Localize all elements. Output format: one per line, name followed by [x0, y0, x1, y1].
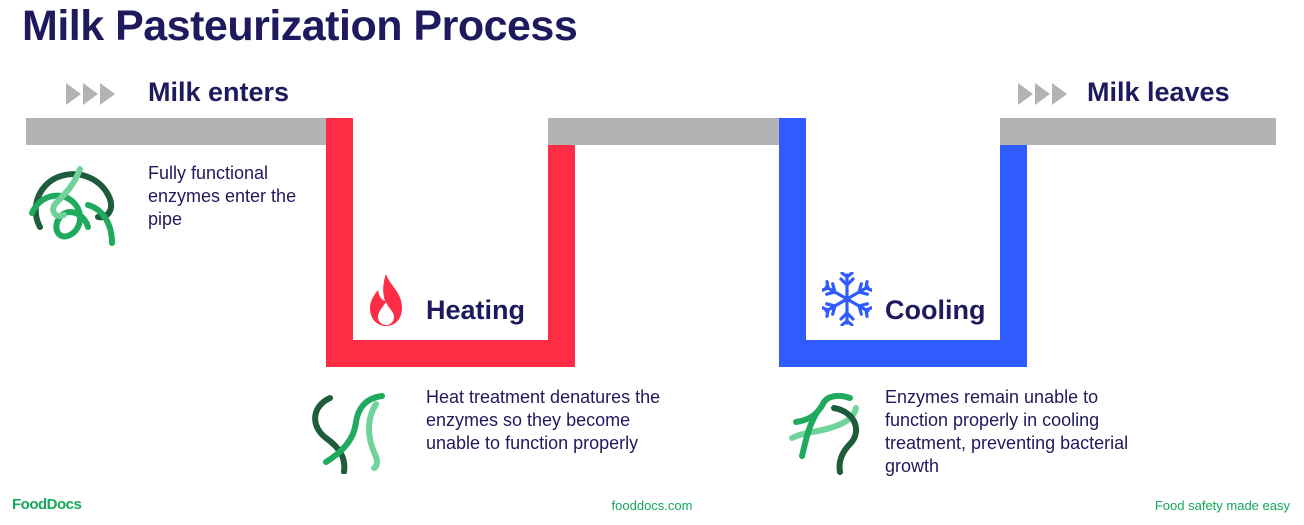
denatured-enzyme-icon: [306, 392, 398, 474]
heating-label: Heating: [426, 295, 526, 325]
heating-pipe-left: [326, 118, 353, 367]
page-title: Milk Pasteurization Process: [22, 2, 578, 50]
heating-pipe-bottom: [326, 340, 575, 367]
milk-enters-label: Milk enters: [148, 77, 290, 107]
cooling-pipe-bottom: [779, 340, 1027, 367]
milk-leaves-label: Milk leaves: [1087, 77, 1230, 107]
heating-pipe-right: [548, 145, 575, 367]
snowflake-icon: [822, 272, 872, 326]
cooling-label: Cooling: [885, 295, 986, 325]
triple-chevron-icon-outlet: [1018, 82, 1070, 106]
pipe-middle: [548, 118, 779, 145]
tangled-enzyme-icon: [26, 165, 118, 251]
pipe-inlet: [26, 118, 326, 145]
triple-chevron-icon: [66, 82, 118, 106]
heating-description: Heat treatment denatures the enzymes so …: [426, 387, 661, 453]
pipe-outlet: [1000, 118, 1276, 145]
footer-tagline: Food safety made easy: [1154, 498, 1290, 513]
footer-site-link[interactable]: fooddocs.com: [611, 498, 693, 513]
flame-icon: [366, 272, 406, 328]
cooling-pipe-right: [1000, 145, 1027, 367]
milk-enters-description: Fully functional enzymes enter the pipe: [148, 163, 297, 229]
denatured-enzyme-icon-cooling: [788, 392, 870, 476]
cooling-description: Enzymes remain unable to function proper…: [885, 387, 1129, 476]
cooling-pipe-left: [779, 118, 806, 367]
brand-logo: FoodDocs: [12, 496, 82, 513]
